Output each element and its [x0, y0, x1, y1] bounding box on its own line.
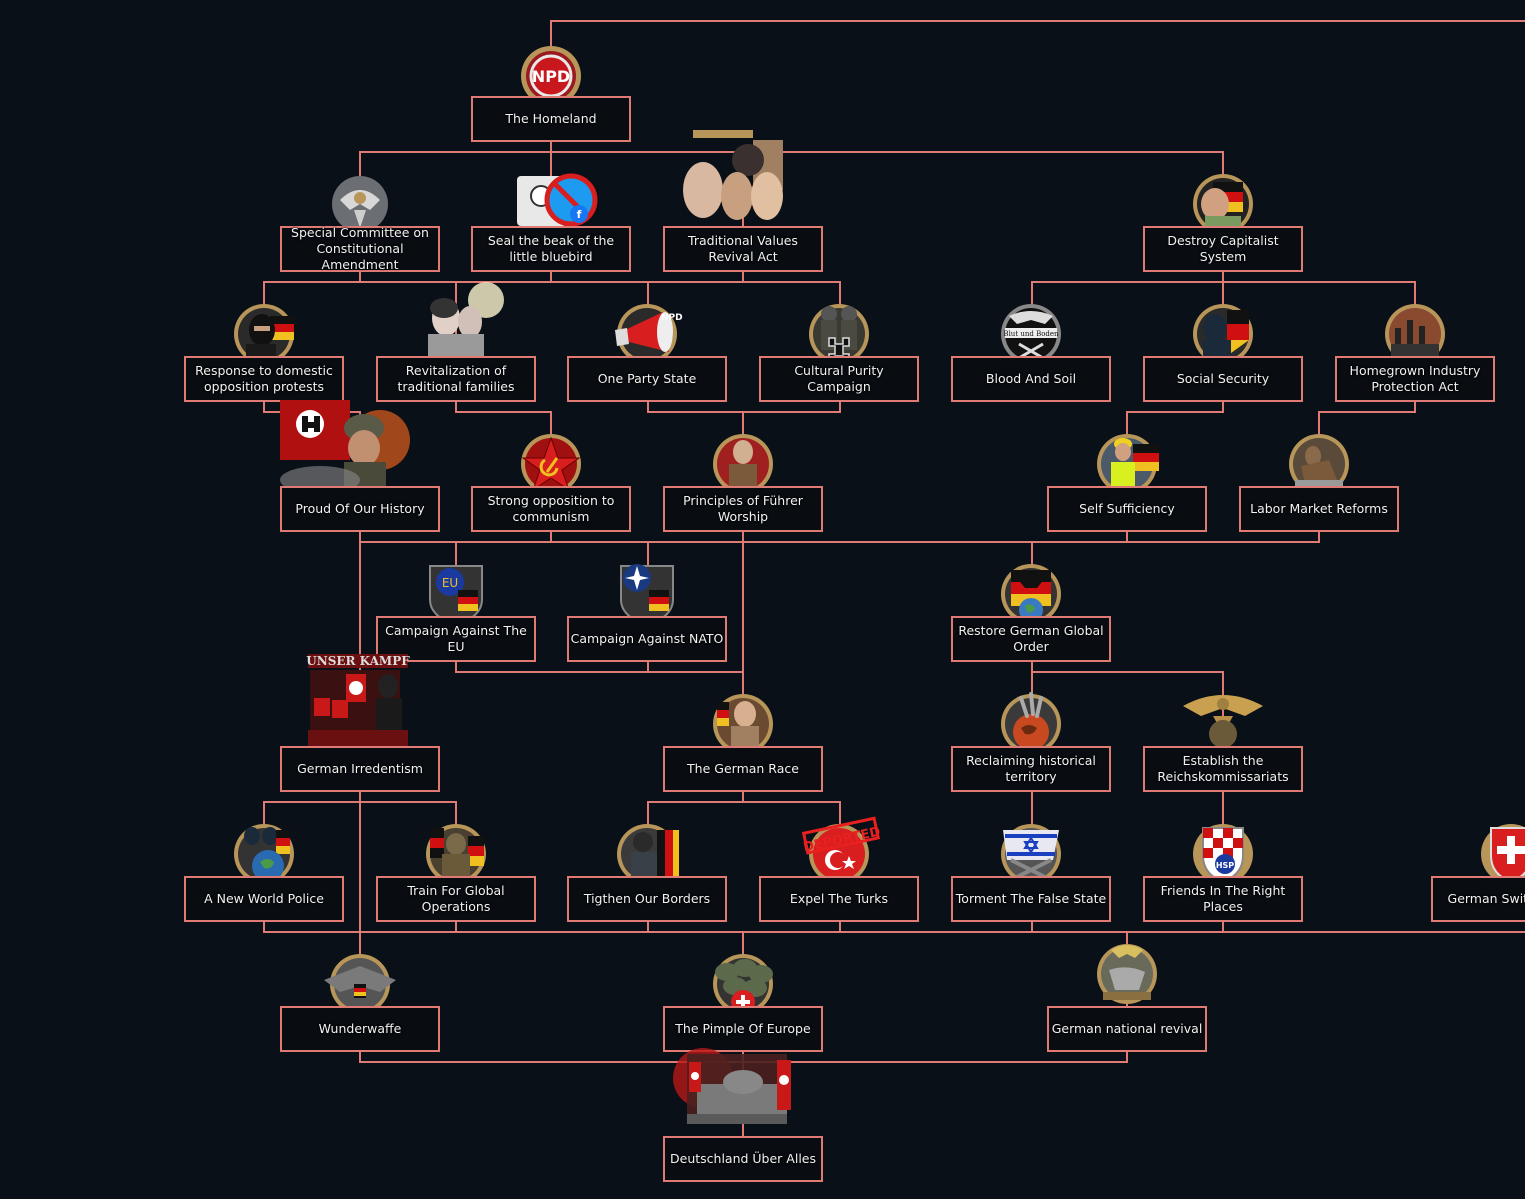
focus-label: Campaign Against The EU [385, 623, 527, 654]
svg-text:NPD: NPD [532, 67, 570, 86]
svg-text:Blut und Boden: Blut und Boden [1003, 330, 1059, 338]
focus-label: Wunderwaffe [318, 1021, 402, 1036]
focus-german-switzerland[interactable]: German Switzerland [1431, 820, 1525, 924]
torn-flag-icon [991, 820, 1071, 900]
focus-label: A New World Police [204, 891, 324, 906]
focus-label: German national revival [1051, 1021, 1203, 1036]
focus-label: German Irredentism [297, 761, 423, 776]
focus-label: Special Committee on Constitutional Amen… [291, 225, 429, 272]
focus-label: Social Security [1176, 371, 1270, 386]
focus-label: Campaign Against NATO [570, 631, 724, 646]
focus-label: Train For Global Operations [407, 883, 505, 914]
social-media-ban-icon: f [511, 170, 598, 250]
leader-portrait-icon [703, 430, 783, 510]
labor-statue-icon [1279, 430, 1359, 510]
stealth-bomber-icon [320, 950, 400, 1030]
focus-label: Seal the beak of the little bluebird [487, 233, 615, 264]
factory-icon [1375, 300, 1455, 380]
focus-label: Response to domestic opposition protests [195, 363, 333, 394]
claw-globe-icon [991, 690, 1071, 770]
masked-soldier-icon [224, 300, 304, 380]
focus-label: Reclaiming historical territory [966, 753, 1096, 784]
focus-label: Homegrown Industry Protection Act [1349, 363, 1481, 394]
focus-label: Restore German Global Order [958, 623, 1104, 654]
eagle-map-icon [1087, 944, 1167, 1030]
eagle-globe-icon [991, 560, 1071, 640]
border-guard-icon [607, 820, 687, 900]
rally-banner-icon: UNSER KAMPF [306, 654, 410, 770]
helmets-swiss-icon [703, 950, 783, 1030]
focus-label: German Switzerland [1447, 891, 1525, 906]
megaphone-icon: NPD [607, 300, 687, 380]
worker-flag-icon [1087, 430, 1167, 510]
helmet-soldier-icon [280, 400, 410, 510]
focus-label: The Pimple Of Europe [675, 1021, 811, 1036]
focus-label: Expel The Turks [789, 891, 889, 906]
police-shield-icon [1183, 300, 1263, 380]
police-globe-icon [224, 820, 304, 900]
special-forces-icon [416, 820, 496, 900]
eu-shield-icon: EU [416, 560, 496, 640]
focus-label: Cultural Purity Campaign [794, 363, 884, 394]
focus-label: Destroy Capitalist System [1167, 233, 1279, 264]
focus-label: Labor Market Reforms [1250, 501, 1388, 516]
hsp-shield-icon: HSP [1183, 820, 1263, 900]
focus-label: Tigthen Our Borders [583, 891, 711, 906]
focus-label: The Homeland [505, 111, 597, 126]
fist-flag-icon [1183, 170, 1263, 250]
focus-label: Principles of Führer Worship [683, 493, 803, 524]
focus-label: Traditional Values Revival Act [688, 233, 798, 264]
svg-text:EU: EU [442, 576, 458, 590]
nato-shield-icon [607, 560, 687, 640]
eagle-banner-icon: Blut und Boden [991, 300, 1071, 380]
svg-text:f: f [577, 208, 582, 221]
red-star-icon [511, 430, 591, 510]
svg-text:HSP: HSP [1216, 861, 1234, 870]
eagle-emblem-icon [320, 170, 400, 250]
deported-stamp-icon: DEPORTED [799, 816, 882, 900]
focus-label: One Party State [597, 371, 697, 386]
soldiers-cross-icon [799, 300, 879, 380]
reichstag-banner-icon [673, 1048, 791, 1160]
focus-label: Friends In The Right Places [1160, 883, 1286, 914]
npd-emblem-icon: NPD [511, 40, 591, 120]
focus-label: Torment The False State [955, 891, 1107, 906]
svg-text:NPD: NPD [661, 313, 683, 323]
focus-label: Revitalization of traditional families [397, 363, 515, 394]
focus-label: Establish the Reichskommissariats [1157, 753, 1289, 784]
focus-label: The German Race [687, 761, 799, 776]
svg-text:UNSER KAMPF: UNSER KAMPF [306, 654, 410, 668]
focus-label: Strong opposition to communism [487, 493, 615, 524]
focus-label: Blood And Soil [985, 371, 1077, 386]
focus-label: Proud Of Our History [295, 501, 425, 516]
youth-portrait-icon [683, 130, 783, 250]
focus-label: Deutschland Über Alles [670, 1151, 816, 1166]
focus-label: Self Sufficiency [1079, 501, 1175, 516]
